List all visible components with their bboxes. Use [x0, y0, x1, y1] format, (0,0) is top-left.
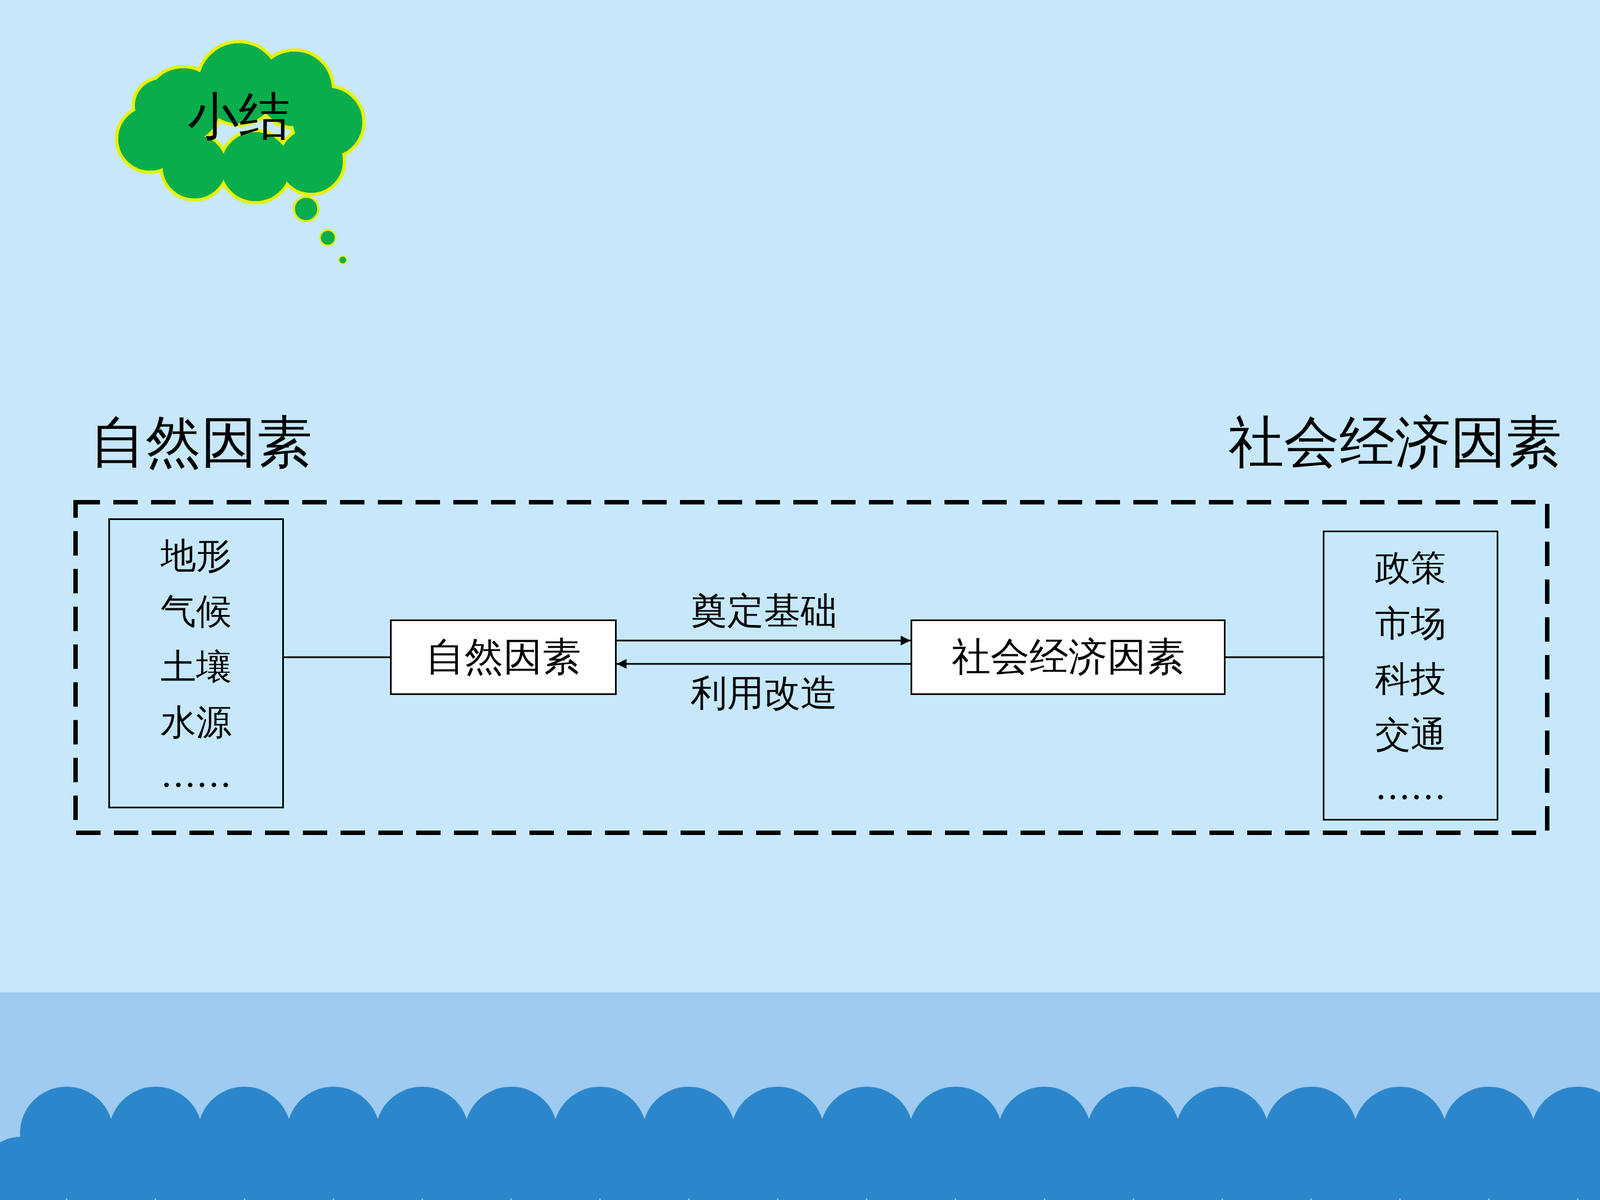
node-text: 交通	[1375, 710, 1447, 759]
node-text: 土壤	[160, 642, 232, 692]
process-box: 社会经济因素	[910, 619, 1226, 695]
connector	[1225, 656, 1323, 659]
node-text: 科技	[1375, 655, 1447, 704]
node-text: 社会经济因素	[1228, 405, 1562, 481]
node-text: 市场	[1375, 599, 1447, 648]
factor-list: 政策市场科技交通 ……	[1322, 530, 1499, 821]
node-text: 气候	[160, 587, 232, 636]
edge-label: 奠定基础	[690, 586, 838, 637]
node-text: ……	[160, 753, 232, 795]
wave-scallops	[0, 1136, 1600, 1200]
node-text: 自然因素	[425, 631, 582, 684]
dashed-border	[73, 500, 1550, 835]
connector	[616, 640, 911, 642]
dashed-group: 自然因素社会经济因素地形气候土壤水源……自然因素社会经济因素政策市场科技交通……	[73, 500, 1550, 835]
factor-list: 地形气候土壤水源 ……	[108, 518, 284, 809]
node-text: 小结	[127, 61, 350, 173]
node-text: 地形	[160, 531, 232, 580]
cloud-node: 小结	[127, 61, 350, 173]
process-box: 自然因素	[390, 619, 617, 695]
edge-label: 利用改造	[690, 668, 838, 719]
node-text: ……	[1375, 766, 1447, 808]
node-text: 水源	[160, 698, 232, 747]
node-text: 社会经济因素	[951, 631, 1185, 684]
node-text: 政策	[1375, 543, 1447, 593]
connector	[283, 656, 390, 659]
thought-cloud	[116, 41, 364, 264]
node-text: 自然因素	[90, 405, 313, 481]
connector	[616, 663, 911, 665]
